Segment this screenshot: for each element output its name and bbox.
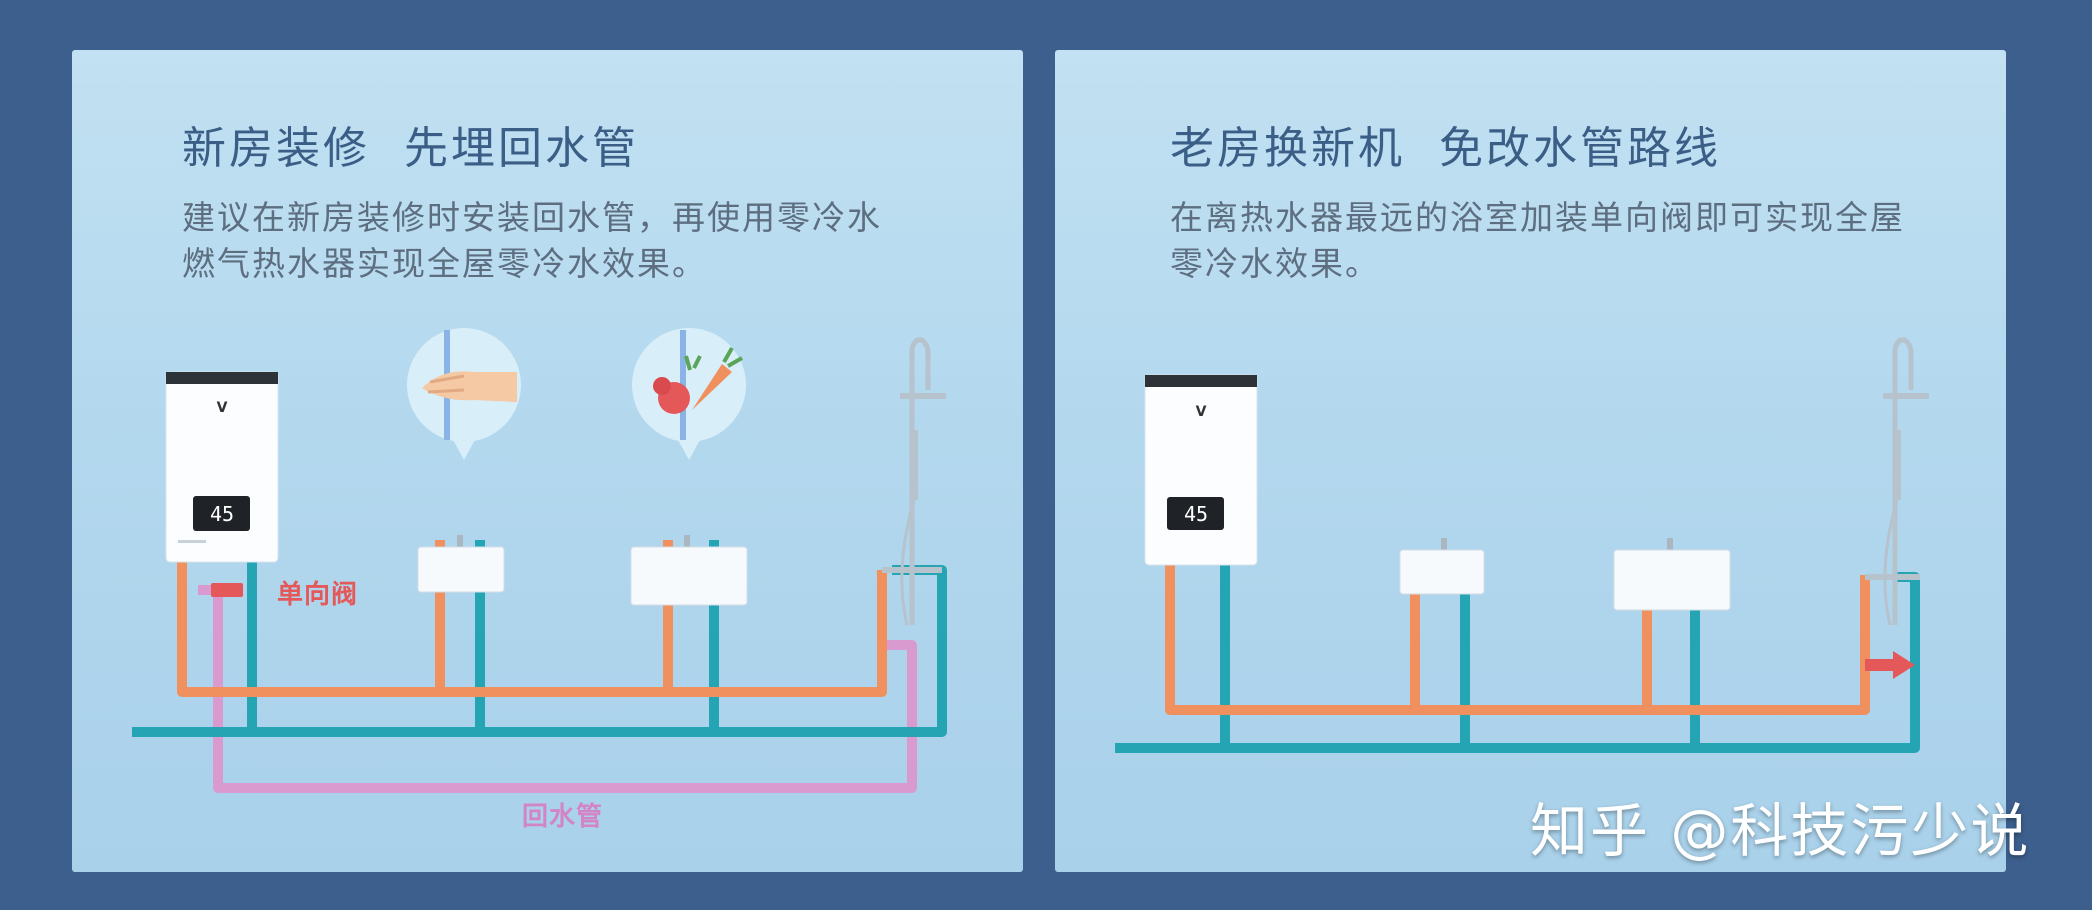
right-panel-title: 老房换新机 免改水管路线: [1170, 123, 1721, 174]
hand-wash-bubble: [407, 328, 521, 460]
right-plumbing-diagram: 45 V: [1115, 337, 1929, 753]
check-valve-icon: [211, 583, 243, 597]
cold-pipe: [132, 540, 947, 737]
heater-logo: V: [1196, 404, 1207, 420]
check-valve-label: 单向阀: [277, 580, 359, 610]
left-panel: 新房装修 先埋回水管 建议在新房装修时安装回水管，再使用零冷水燃气热水器实现全屋…: [72, 50, 1023, 872]
left-panel-description: 建议在新房装修时安装回水管，再使用零冷水燃气热水器实现全屋零冷水效果。: [182, 198, 882, 283]
sink-1: [1399, 538, 1485, 595]
left-panel-title: 新房装修 先埋回水管: [182, 123, 639, 174]
cold-pipe: [1115, 550, 1920, 753]
right-panel-description: 在离热水器最远的浴室加装单向阀即可实现全屋零冷水效果。: [1170, 198, 1905, 283]
right-panel: 老房换新机 免改水管路线 在离热水器最远的浴室加装单向阀即可实现全屋零冷水效果。…: [1055, 50, 2006, 872]
watermark: 知乎 @科技污少说: [1530, 797, 2031, 865]
carrot-icon: [692, 364, 732, 410]
water-heater: 45 V: [1144, 374, 1258, 566]
sink-2: [1613, 538, 1731, 611]
heater-display: 45: [1184, 502, 1208, 526]
shower-icon: [882, 337, 946, 626]
sink-2: [630, 535, 748, 606]
heater-logo: V: [217, 400, 228, 416]
heater-display: 45: [210, 502, 234, 526]
vegetable-bubble: [632, 328, 746, 460]
return-pipe-label: 回水管: [522, 802, 604, 832]
sink-1: [417, 535, 505, 593]
left-plumbing-diagram: 45 V: [132, 328, 947, 793]
water-heater: 45 V: [165, 371, 279, 563]
hot-pipe: [177, 540, 887, 697]
shower-icon: [1865, 337, 1929, 626]
check-valve-arrow-icon: [1865, 651, 1915, 679]
hot-pipe: [1165, 550, 1870, 715]
